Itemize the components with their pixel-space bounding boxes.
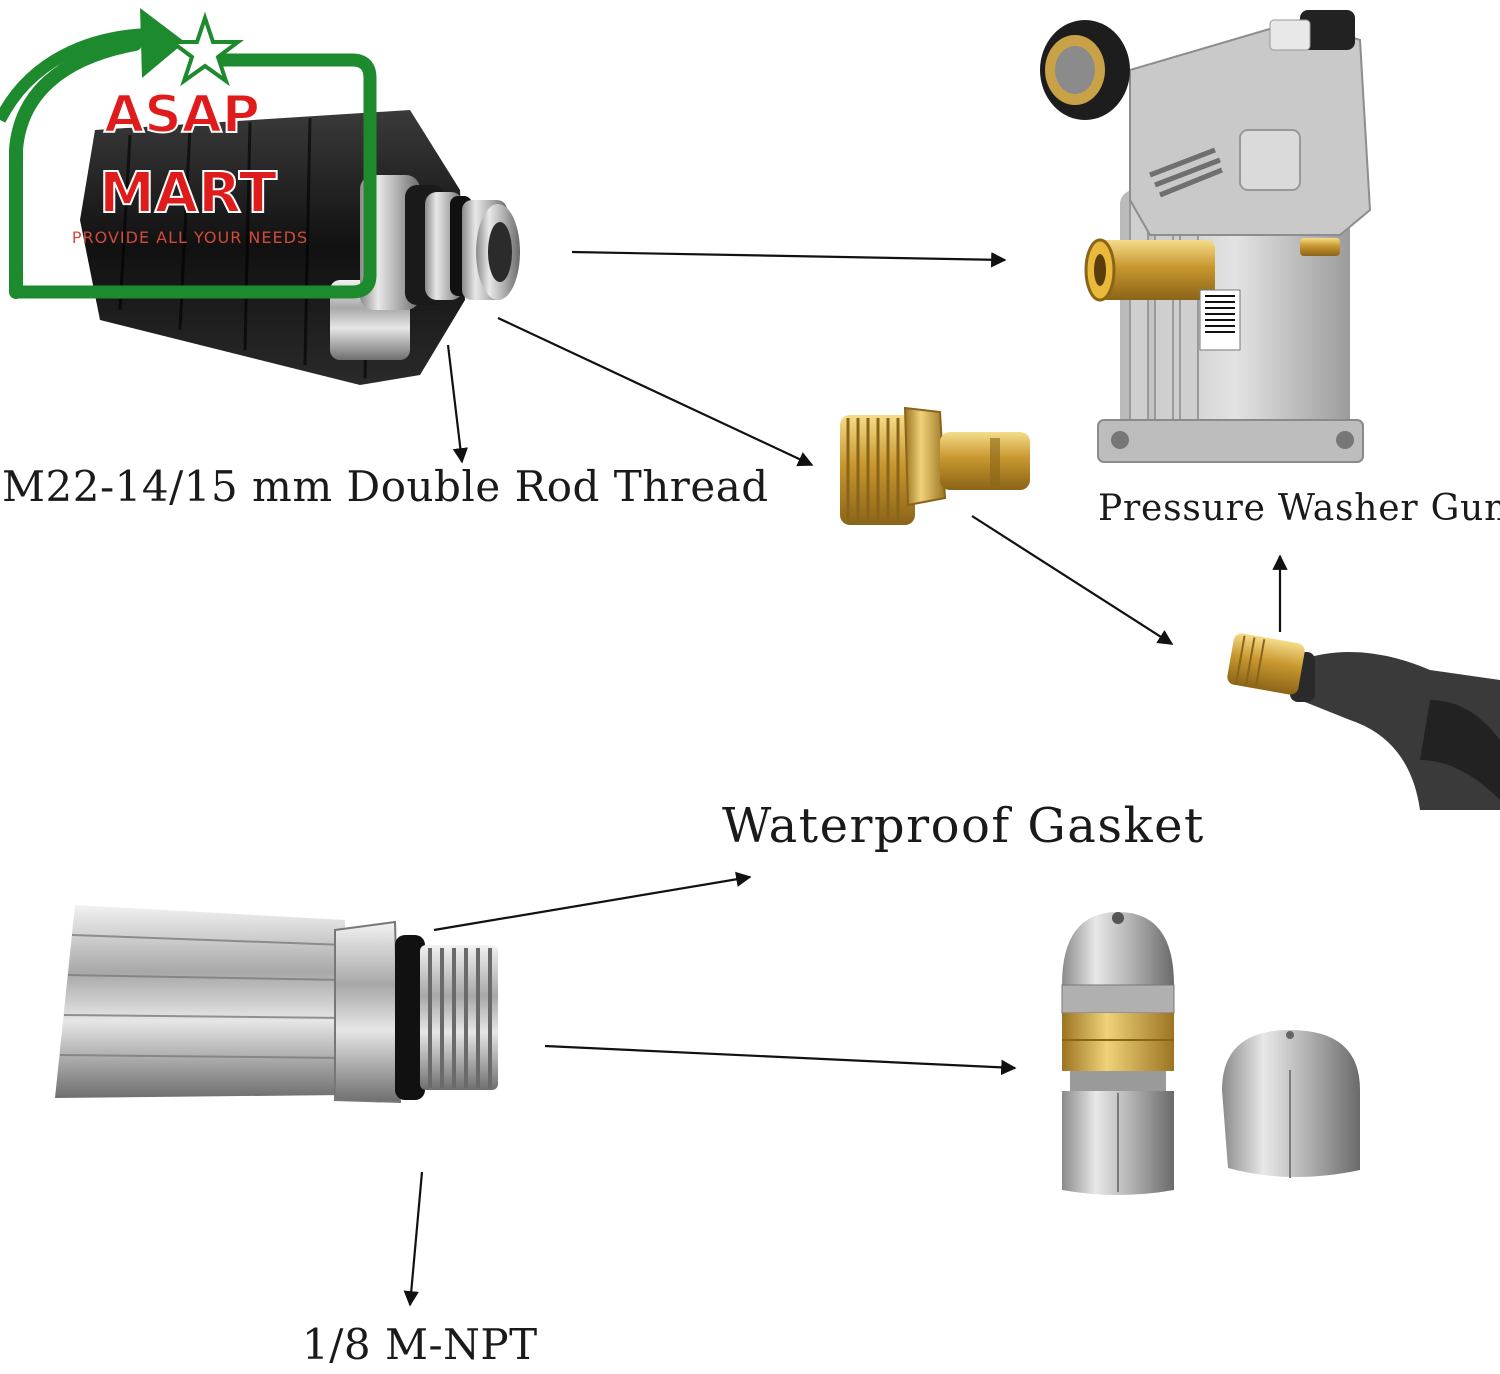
arrow-fitting-to-gasket-label	[433, 871, 752, 932]
arrows	[403, 250, 1288, 1307]
logo-line2: MART	[99, 161, 277, 226]
arrow-fitting-to-npt-label	[403, 1171, 424, 1307]
hose-fitting-image	[55, 905, 498, 1104]
star-icon	[166, 11, 244, 87]
gasket-label: Waterproof Gasket	[722, 798, 1205, 854]
arrow-connector-to-pump	[571, 250, 1007, 268]
brass-adapter-image	[840, 406, 1030, 525]
logo-tagline: PROVIDE ALL YOUR NEEDS	[72, 228, 308, 247]
pressure-washer-pump-image	[1040, 10, 1372, 463]
rotating-nozzle-image	[1061, 912, 1175, 1195]
arrow-connector-to-adapter	[497, 317, 814, 467]
asap-mart-logo: ASAP MART PROVIDE ALL YOUR NEEDS	[0, 8, 377, 299]
thread-label: M22-14/15 mm Double Rod Thread	[2, 462, 769, 511]
arrow-adapter-to-gun	[971, 515, 1174, 645]
m22-connector-image	[80, 110, 520, 385]
arrow-connector-to-thread-label	[446, 344, 468, 464]
arrow-fitting-to-nozzle	[544, 1044, 1017, 1076]
npt-label: 1/8 M-NPT	[302, 1320, 538, 1369]
washer-gun-label: Pressure Washer Gun	[1098, 488, 1500, 529]
nozzle-cap-image	[1222, 1030, 1360, 1178]
washer-gun-image	[1227, 633, 1500, 810]
logo-line1: ASAP	[104, 85, 260, 145]
